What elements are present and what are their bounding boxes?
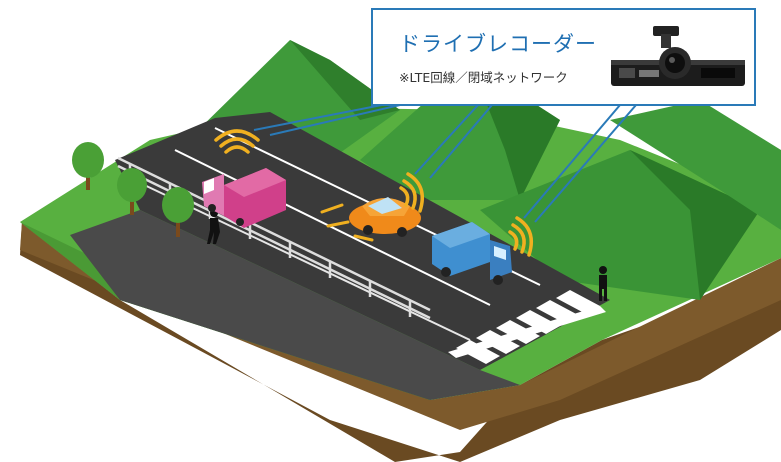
motion-lines xyxy=(320,203,374,242)
dashcam-icon xyxy=(611,26,745,86)
callout-title: ドライブレコーダー xyxy=(399,32,597,56)
wifi-signal-icon xyxy=(508,216,533,257)
wifi-signal-icon xyxy=(214,129,260,154)
tree-icon xyxy=(72,142,104,190)
orange-car xyxy=(349,197,421,237)
tree-icon xyxy=(162,187,194,237)
crosswalk xyxy=(448,290,606,364)
callout-subtitle: ※LTE回線／閉域ネットワーク xyxy=(399,70,568,85)
wifi-signal-icon xyxy=(399,172,424,213)
blue-truck xyxy=(432,222,512,285)
pink-truck xyxy=(202,168,286,228)
dashcam-callout-box: ドライブレコーダー ※LTE回線／閉域ネットワーク xyxy=(371,8,756,106)
callout-pointers xyxy=(253,104,637,223)
lane-line xyxy=(174,149,491,306)
tree-icon xyxy=(117,168,147,215)
mountains xyxy=(190,40,781,300)
pedestrian-icon xyxy=(599,266,607,301)
